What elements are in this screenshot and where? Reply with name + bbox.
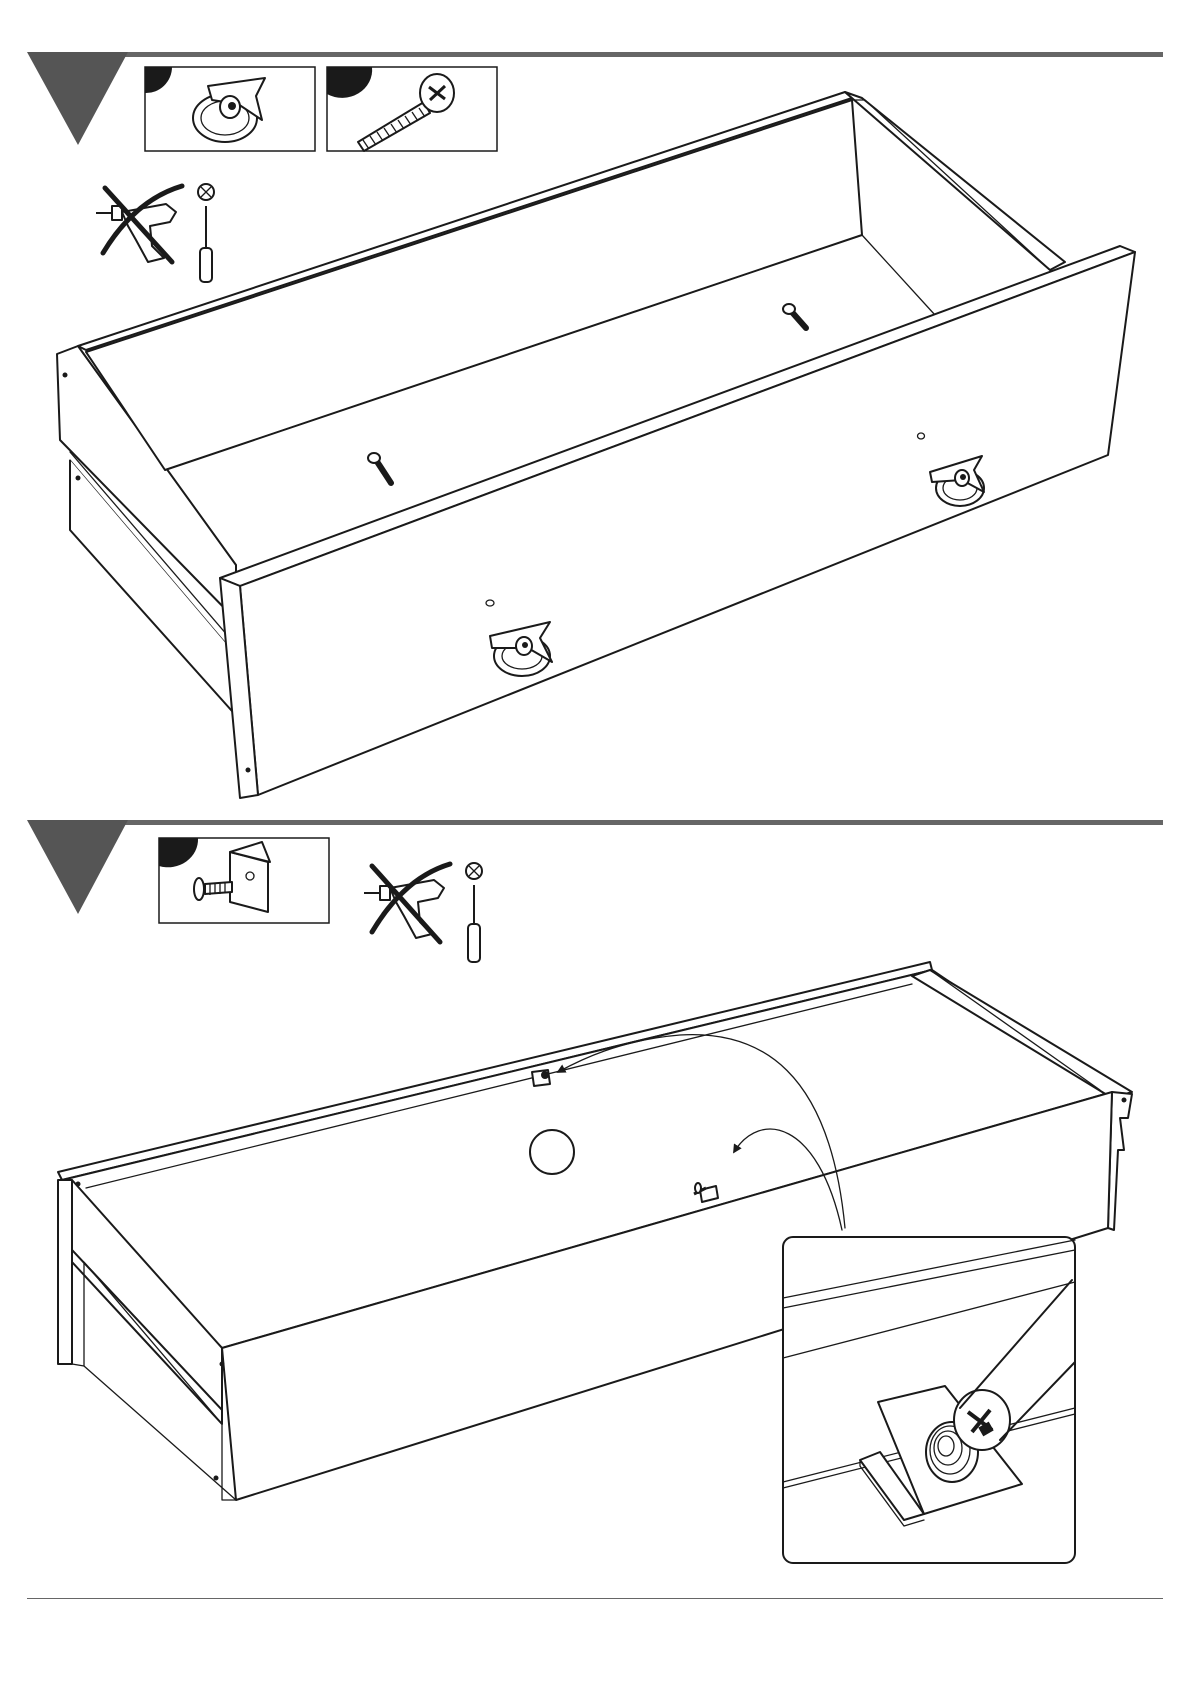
step-1 [27, 52, 1163, 798]
bolt-right [783, 304, 806, 328]
part-box-handle [145, 67, 315, 151]
power-drill-not-allowed-icon [96, 186, 182, 262]
step-2-header-rule [115, 820, 1163, 825]
position-marker-circle [530, 1130, 574, 1174]
step-2 [27, 820, 1163, 1563]
step-2-marker [27, 820, 128, 914]
bracket-back [532, 1070, 550, 1086]
bolt-left [368, 453, 391, 483]
drawer-front-mounted [57, 92, 1135, 798]
detail-inset [783, 1237, 1075, 1563]
footer-rule [27, 1598, 1163, 1599]
power-drill-not-allowed-icon-2 [364, 864, 450, 942]
part-box-bracket [159, 838, 329, 923]
phillips-screwdriver-icon-2 [466, 863, 482, 962]
step-1-header-rule [115, 52, 1163, 57]
part-box-bolt [327, 67, 497, 151]
step-1-marker [27, 52, 128, 145]
phillips-screwdriver-icon [198, 184, 214, 282]
